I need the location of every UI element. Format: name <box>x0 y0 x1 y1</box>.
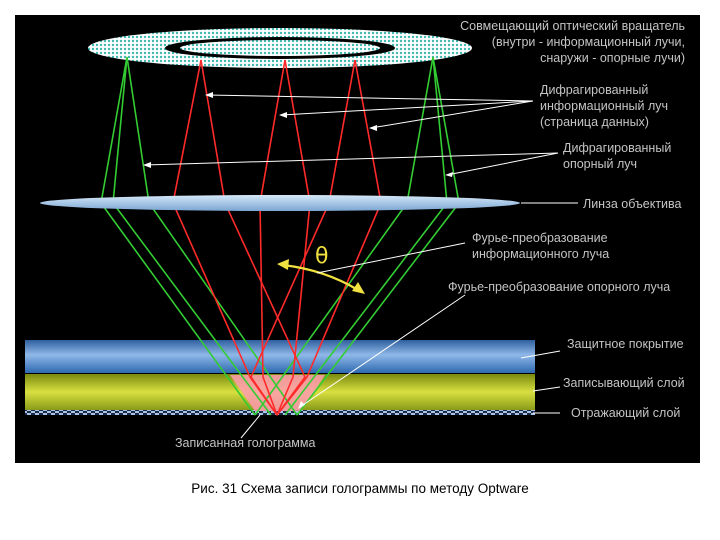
reflective-layer <box>25 410 535 415</box>
label-rotator-2: (внутри - информационный лучи, <box>492 35 685 49</box>
callout-lines <box>144 94 578 439</box>
label-fourier-info-2: информационного луча <box>472 247 609 261</box>
label-fourier-info-1: Фурье-преобразование <box>472 231 608 245</box>
label-objective: Линза объектива <box>583 197 682 211</box>
optical-rotator <box>88 28 472 68</box>
callout-arrowheads <box>143 92 453 409</box>
label-reflective: Отражающий слой <box>571 406 680 420</box>
diagram-canvas: θ Совмещающий оптический вращатель (внут… <box>15 15 700 463</box>
label-ref-beam-1: Дифрагированный <box>563 141 671 155</box>
media-layers <box>25 340 535 415</box>
labels: Совмещающий оптический вращатель (внутри… <box>175 19 685 450</box>
label-info-beam-1: Дифрагированный <box>540 83 648 97</box>
optware-diagram: θ Совмещающий оптический вращатель (внут… <box>25 19 685 450</box>
figure-caption: Рис. 31 Схема записи голограммы по метод… <box>191 481 529 496</box>
label-recorded-hologram: Записанная голограмма <box>175 436 315 450</box>
label-recording: Записывающий слой <box>563 376 685 390</box>
label-info-beam-3: (страница данных) <box>540 115 649 129</box>
protective-layer <box>25 340 535 373</box>
label-ref-beam-2: опорный луч <box>563 157 637 171</box>
objective-lens <box>40 195 520 211</box>
theta-symbol: θ <box>315 244 328 269</box>
label-rotator-1: Совмещающий оптический вращатель <box>460 19 685 33</box>
label-info-beam-2: информационный луч <box>540 99 668 113</box>
label-fourier-ref: Фурье-преобразование опорного луча <box>448 280 670 294</box>
label-protective: Защитное покрытие <box>567 337 684 351</box>
label-rotator-3: снаружи - опорные лучи) <box>540 51 685 65</box>
angle-theta: θ <box>277 244 365 294</box>
information-beams <box>172 59 382 416</box>
